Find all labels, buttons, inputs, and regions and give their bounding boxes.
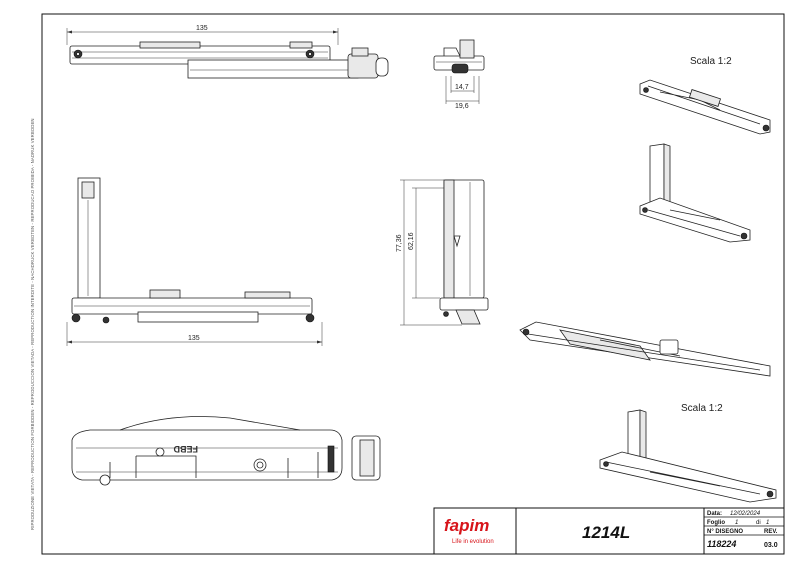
drawing-number: 118224 xyxy=(707,539,736,549)
front-view: 77,36 62,16 xyxy=(396,179,489,326)
sheet-border xyxy=(41,13,785,555)
iso-view-2 xyxy=(639,143,751,243)
dim-top-length: 135 xyxy=(196,25,208,32)
dim-side-length: 135 xyxy=(188,335,200,342)
side-view: 135 xyxy=(66,177,323,346)
brand-tagline: Life in evolution xyxy=(452,539,494,545)
brand-logo: fapim xyxy=(444,516,489,535)
drawing-number-label: N° DISEGNO xyxy=(707,529,743,535)
dim-height-total: 77,36 xyxy=(396,234,403,252)
scale-label-2: Scala 1:2 xyxy=(681,403,723,414)
date-label: Data: xyxy=(707,511,722,517)
sheet-of: di xyxy=(756,520,761,526)
sheet-total: 1 xyxy=(766,520,769,526)
side-copyright-text: RIPRODUZIONE VIETATA - REPRODUCTION FORB… xyxy=(30,118,35,530)
date-value: 12/02/2024 xyxy=(730,511,761,517)
part-number: 1214L xyxy=(582,523,630,542)
dim-height-inner: 62,16 xyxy=(408,232,415,250)
iso-view-1 xyxy=(639,79,771,135)
sheet-label: Foglio xyxy=(707,520,725,526)
iso-view-4 xyxy=(599,409,777,503)
iso-view-3 xyxy=(519,321,771,377)
dim-width-inner: 14,7 xyxy=(455,84,469,91)
sheet-number: 1 xyxy=(735,520,738,526)
top-view: 135 xyxy=(66,25,389,79)
revision-value: 03.0 xyxy=(764,542,778,549)
revision-label: REV. xyxy=(764,529,778,535)
engraving-label: FEBD xyxy=(173,444,198,454)
end-view: 14,7 19,6 xyxy=(433,39,485,110)
detail-view: FEBD xyxy=(71,416,381,486)
title-block: fapim Life in evolution 1214L Data: 12/0… xyxy=(433,507,785,555)
scale-label-1: Scala 1:2 xyxy=(690,56,732,67)
dim-width-outer: 19,6 xyxy=(455,103,469,110)
